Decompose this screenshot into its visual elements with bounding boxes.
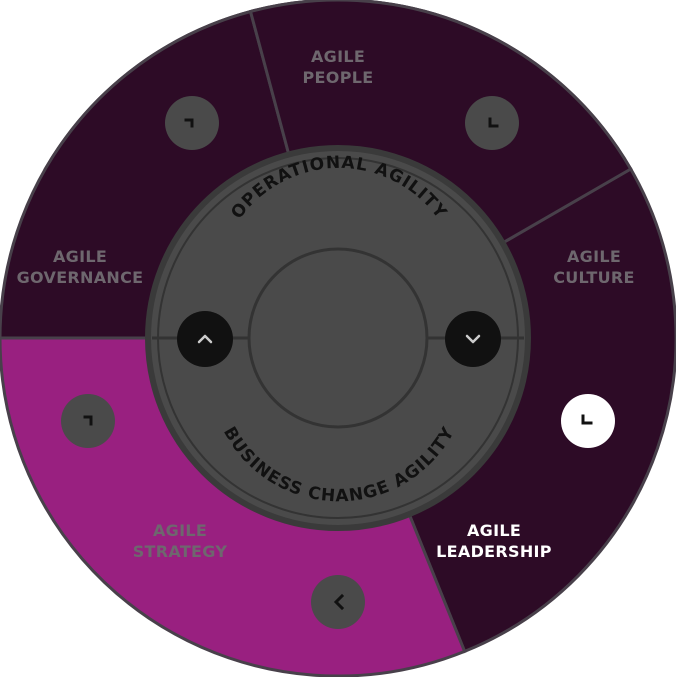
corner-arrow-icon bbox=[333, 593, 345, 611]
segment-label-line2: CULTURE bbox=[553, 268, 635, 287]
corner-arrow-icon bbox=[581, 414, 593, 425]
corner-arrow-icon bbox=[488, 117, 499, 128]
segment-knobs bbox=[61, 96, 615, 629]
chevron-down-button[interactable] bbox=[445, 311, 501, 367]
segment-label-line1: AGILE bbox=[311, 47, 365, 66]
chevron-up-button[interactable] bbox=[177, 311, 233, 367]
segment-label-line1: AGILE bbox=[53, 247, 107, 266]
segment-label-line2: GOVERNANCE bbox=[17, 268, 144, 287]
segment-label-strategy: AGILE STRATEGY bbox=[133, 521, 228, 561]
knob-culture[interactable] bbox=[465, 96, 519, 150]
segment-label-line1: AGILE bbox=[567, 247, 621, 266]
corner-arrow-icon bbox=[83, 415, 93, 426]
hub-outer-disc bbox=[145, 145, 531, 531]
hub: OPERATIONAL AGILITY BUSINESS CHANGE AGIL… bbox=[145, 145, 531, 531]
segment-label-culture: AGILE CULTURE bbox=[553, 247, 635, 287]
segment-label-line1: AGILE bbox=[467, 521, 521, 540]
chevron-down-icon bbox=[465, 334, 481, 344]
segment-label-people: AGILE PEOPLE bbox=[303, 47, 374, 87]
knob-strategy[interactable] bbox=[311, 575, 365, 629]
segment-label-line2: LEADERSHIP bbox=[436, 542, 552, 561]
knob-people[interactable] bbox=[165, 96, 219, 150]
segment-label-line2: STRATEGY bbox=[133, 542, 228, 561]
segment-label-line1: AGILE bbox=[153, 521, 207, 540]
corner-arrow-icon bbox=[184, 118, 194, 128]
chevron-up-icon bbox=[197, 334, 213, 344]
segment-label-leadership: AGILE LEADERSHIP bbox=[436, 521, 552, 561]
knob-governance[interactable] bbox=[61, 394, 115, 448]
knob-leadership[interactable] bbox=[561, 394, 615, 448]
segment-label-line2: PEOPLE bbox=[303, 68, 374, 87]
segment-label-governance: AGILE GOVERNANCE bbox=[17, 247, 144, 287]
